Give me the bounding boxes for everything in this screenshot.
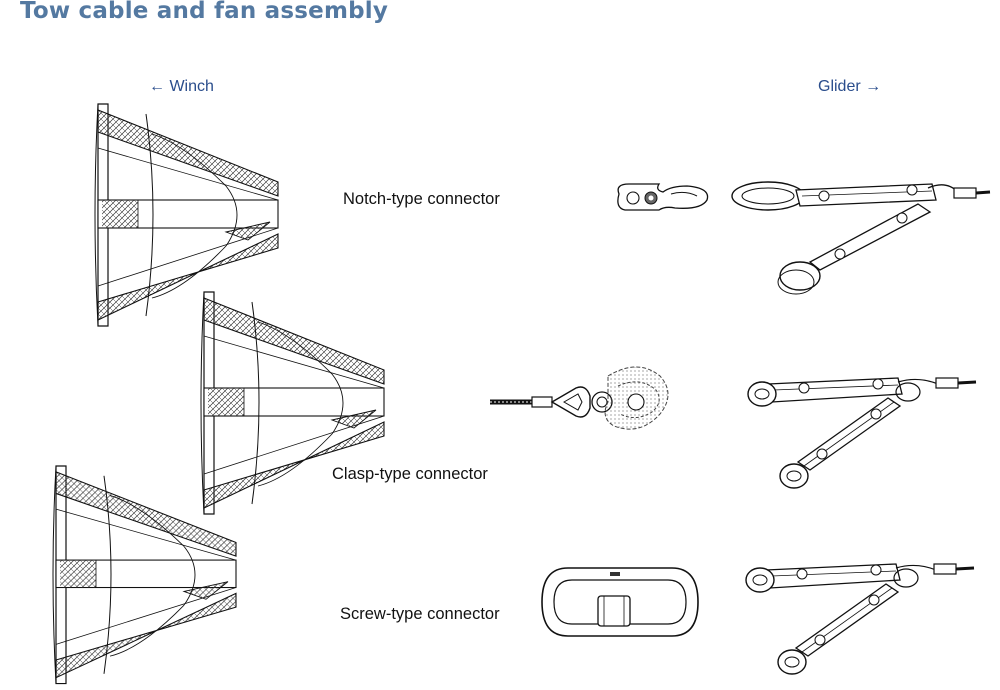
clasp-connector-part	[490, 366, 669, 430]
glider-direction-label: Glider →	[818, 78, 882, 95]
screw-connector-label: Screw-type connector	[340, 605, 500, 623]
fan-assembly-1	[94, 103, 279, 327]
notch-connector-label: Notch-type connector	[343, 190, 500, 208]
notch-glider-assembly	[731, 181, 991, 295]
notch-connector-part	[617, 183, 709, 211]
screw-connector-part	[541, 567, 699, 637]
screw-glider-assembly	[744, 562, 976, 676]
clasp-glider-assembly	[746, 376, 978, 490]
page-title: Tow cable and fan assembly	[20, 0, 389, 24]
fan-assembly-2	[200, 291, 385, 515]
clasp-connector-label: Clasp-type connector	[332, 465, 488, 483]
winch-direction-label: ← Winch	[149, 78, 214, 95]
